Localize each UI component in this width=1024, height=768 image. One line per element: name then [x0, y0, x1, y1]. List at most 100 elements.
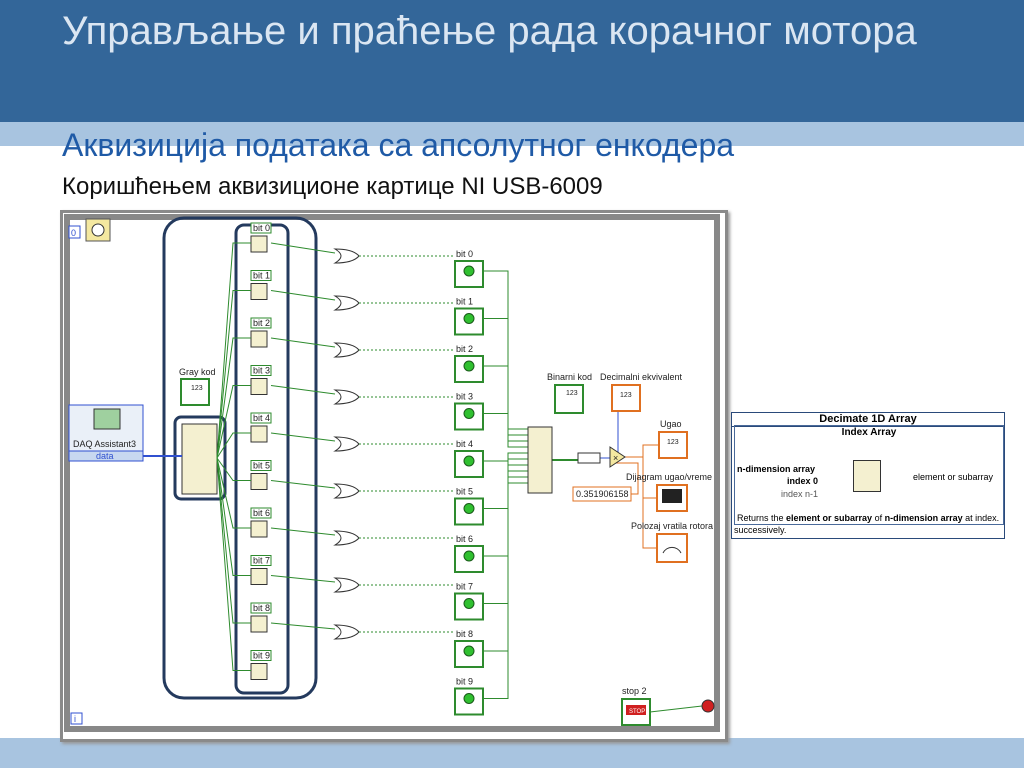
block-diagram-canvas: 0 i DAQ Assistant3 data Gray kod 123 bit…	[64, 214, 720, 732]
bit-node-label: bit 3	[253, 366, 270, 376]
bool-wire	[649, 705, 703, 713]
bit-led-label: bit 4	[456, 439, 473, 449]
ugao-label: Ugao	[660, 419, 682, 429]
stop-button-face	[626, 705, 646, 715]
bit-led-label: bit 8	[456, 629, 473, 639]
highlight-array-outline	[173, 415, 227, 501]
xor-gate-icon	[333, 577, 360, 593]
binarni-kod-indicator[interactable]	[554, 384, 584, 414]
bool-wire	[270, 480, 336, 489]
scale-constant[interactable]	[572, 486, 632, 502]
bit-led-label: bit 3	[456, 392, 473, 402]
bit-led-indicator[interactable]	[454, 355, 484, 383]
build-array-node	[527, 426, 553, 494]
bit-node-label: bit 7	[253, 556, 270, 566]
xor-gate-icon	[333, 483, 360, 499]
bit-node-label: bit 2	[253, 318, 270, 328]
bit-node-label: bit 8	[253, 603, 270, 613]
loop-count-terminal	[68, 225, 81, 239]
gauge-icon	[662, 546, 682, 554]
index-array-desc: Returns the element or subarray of n-dim…	[737, 513, 1000, 523]
bit-led-label: bit 1	[456, 297, 473, 307]
led-icon	[463, 455, 475, 467]
led-icon	[463, 360, 475, 372]
multiply-symbol: ×	[613, 453, 618, 463]
bool-wire	[216, 337, 251, 459]
bit-node-label-box	[250, 412, 272, 424]
scale-constant-value: 0.351906158	[576, 489, 629, 499]
bit-node-label-box	[250, 460, 272, 471]
led-icon	[463, 265, 475, 277]
decimate-help-title: Decimate 1D Array	[732, 413, 1004, 427]
led-icon	[463, 645, 475, 657]
in-array-label: n-dimension array	[737, 464, 816, 474]
index-array-node	[250, 330, 268, 348]
wait-timer-clock-icon	[91, 223, 105, 237]
daq-assistant-icon	[93, 408, 121, 430]
bool-wire	[270, 575, 336, 583]
xor-gate-icon	[333, 624, 360, 640]
chart-screen-icon	[662, 489, 682, 503]
led-icon	[463, 693, 475, 704]
labview-block-diagram: 0 i DAQ Assistant3 data Gray kod 123 bit…	[60, 210, 728, 742]
title-band	[0, 0, 1024, 122]
bool-wire	[216, 457, 251, 529]
loop-iteration-label: i	[74, 714, 76, 724]
decimalni-ekvivalent-indicator[interactable]	[611, 384, 641, 412]
bit-node-label: bit 5	[253, 461, 270, 471]
bit-led-indicator[interactable]	[454, 402, 484, 431]
bool-wire	[483, 270, 528, 430]
xor-gate-icon	[333, 342, 360, 358]
title-band-accent	[0, 122, 1024, 146]
bool-wire	[483, 482, 528, 699]
bool-wire	[270, 385, 336, 395]
xor-gate-icon	[333, 436, 360, 452]
stop-button-text: STOP	[629, 709, 645, 715]
loop-condition-icon[interactable]	[701, 699, 715, 713]
ugao-indicator[interactable]	[658, 431, 688, 459]
ugao-indicator-value: 123	[667, 439, 679, 446]
led-icon	[463, 503, 475, 514]
bit-led-indicator[interactable]	[454, 592, 484, 621]
stop-label: stop 2	[622, 686, 647, 696]
dbl-wire	[642, 498, 657, 549]
polozaj-gauge-indicator[interactable]	[656, 533, 688, 563]
slide-title: Управљање и праћење рада корачног мотора	[62, 9, 917, 53]
index-array-node	[250, 520, 268, 538]
in-indexn-label: index n-1	[781, 489, 819, 499]
bit-node-label: bit 1	[253, 271, 270, 281]
slide-subsubtitle: Коришћењем аквизиционе картице NI USB-60…	[62, 173, 603, 200]
dbl-wire	[616, 462, 639, 495]
xor-gate-icon	[333, 295, 360, 311]
bool-wire	[270, 527, 336, 536]
index-array-help: Index Array n-dimension array index 0 in…	[734, 425, 1004, 525]
gray-kod-indicator[interactable]	[180, 378, 210, 406]
dijagram-label: Dijagram ugao/vreme	[626, 472, 712, 482]
decimate-help-footer: successively.	[734, 525, 787, 535]
bool-wire	[483, 318, 528, 436]
loop-count-value: 0	[71, 228, 76, 238]
bool-to-int-node	[577, 452, 601, 464]
bool-wire	[216, 457, 251, 671]
bit-led-label: bit 7	[456, 582, 473, 592]
while-loop-frame	[64, 214, 720, 732]
daq-data-label: data	[96, 451, 114, 461]
gray-kod-indicator-value: 123	[191, 385, 203, 392]
bit-node-label-box	[250, 555, 272, 566]
index-array-node	[250, 568, 268, 585]
decimalni-indicator-value: 123	[620, 392, 632, 399]
bit-node-label-box	[250, 317, 272, 329]
wires	[143, 242, 703, 713]
binarni-kod-label: Binarni kod	[547, 372, 592, 382]
xor-gate-icon	[333, 389, 360, 405]
in-index0-label: index 0	[787, 476, 819, 486]
int-wire	[617, 410, 626, 453]
bool-wire	[483, 452, 528, 462]
footer-band	[0, 738, 1024, 768]
bit-led-label: bit 0	[456, 249, 473, 259]
bool-wire	[216, 432, 251, 459]
bit-led-label: bit 5	[456, 487, 473, 497]
polozaj-label: Polozaj vratila rotora	[631, 521, 713, 531]
bool-wire	[483, 413, 528, 448]
bool-wire	[270, 432, 336, 442]
